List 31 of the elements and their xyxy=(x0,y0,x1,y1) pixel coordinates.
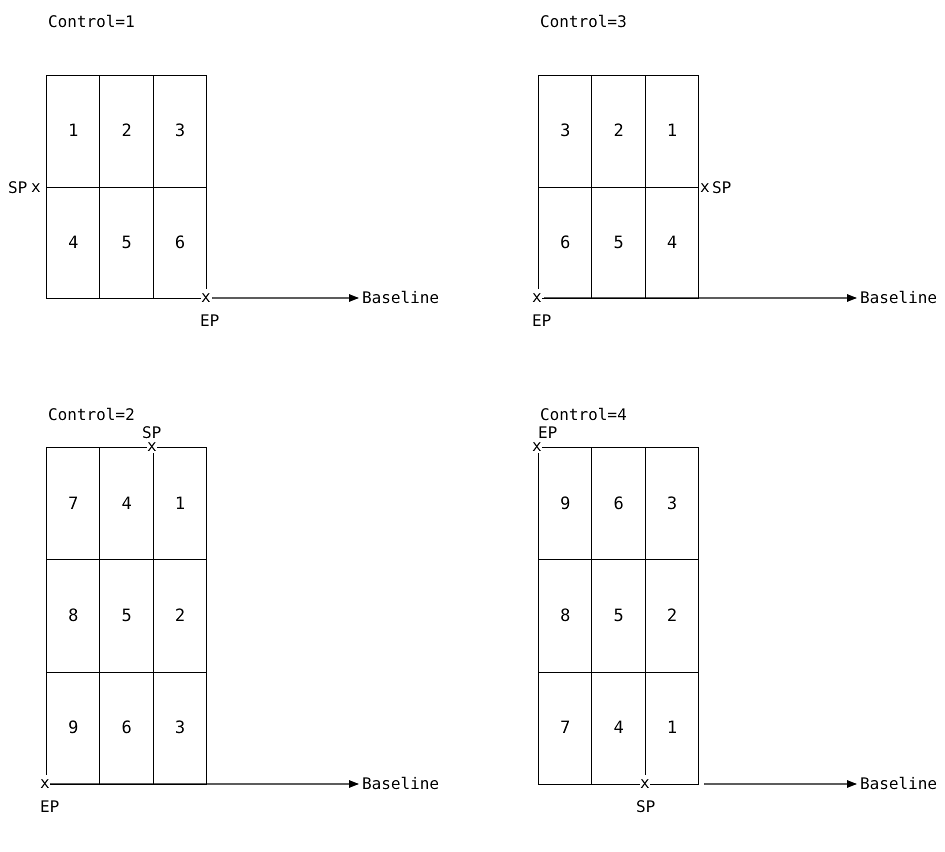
grid-cell: 1 xyxy=(644,75,700,188)
panel-title: Control=2 xyxy=(48,407,135,422)
grid-cell: 4 xyxy=(46,186,100,299)
point-label: EP xyxy=(200,313,220,328)
point-mark: x xyxy=(40,775,50,790)
panel-title: Control=3 xyxy=(540,14,627,29)
grid-cell: 4 xyxy=(644,186,700,299)
point-label: EP xyxy=(40,799,60,814)
grid-cell: 3 xyxy=(538,75,592,188)
point-label: EP xyxy=(532,313,552,328)
baseline-label: Baseline xyxy=(362,776,440,791)
baseline-label: Baseline xyxy=(362,290,440,305)
panel-title: Control=4 xyxy=(540,407,627,422)
point-label: SP xyxy=(712,180,732,195)
panel-title: Control=1 xyxy=(48,14,135,29)
point-label: SP xyxy=(142,425,162,440)
point-mark: x xyxy=(640,775,650,790)
grid-cell: 3 xyxy=(644,447,700,560)
grid-cell: 3 xyxy=(152,75,208,188)
point-label: SP xyxy=(8,180,28,195)
point-label: SP xyxy=(636,799,656,814)
grid-cell: 1 xyxy=(46,75,100,188)
point-label: EP xyxy=(538,425,558,440)
point-mark: x xyxy=(147,438,157,453)
point-mark: x xyxy=(201,289,211,304)
grid-cell: 3 xyxy=(152,672,208,785)
point-mark: x xyxy=(532,289,542,304)
baseline-label: Baseline xyxy=(860,776,938,791)
baseline-label: Baseline xyxy=(860,290,938,305)
grid-cell: 7 xyxy=(46,447,100,560)
grid-cell: 7 xyxy=(538,672,592,785)
